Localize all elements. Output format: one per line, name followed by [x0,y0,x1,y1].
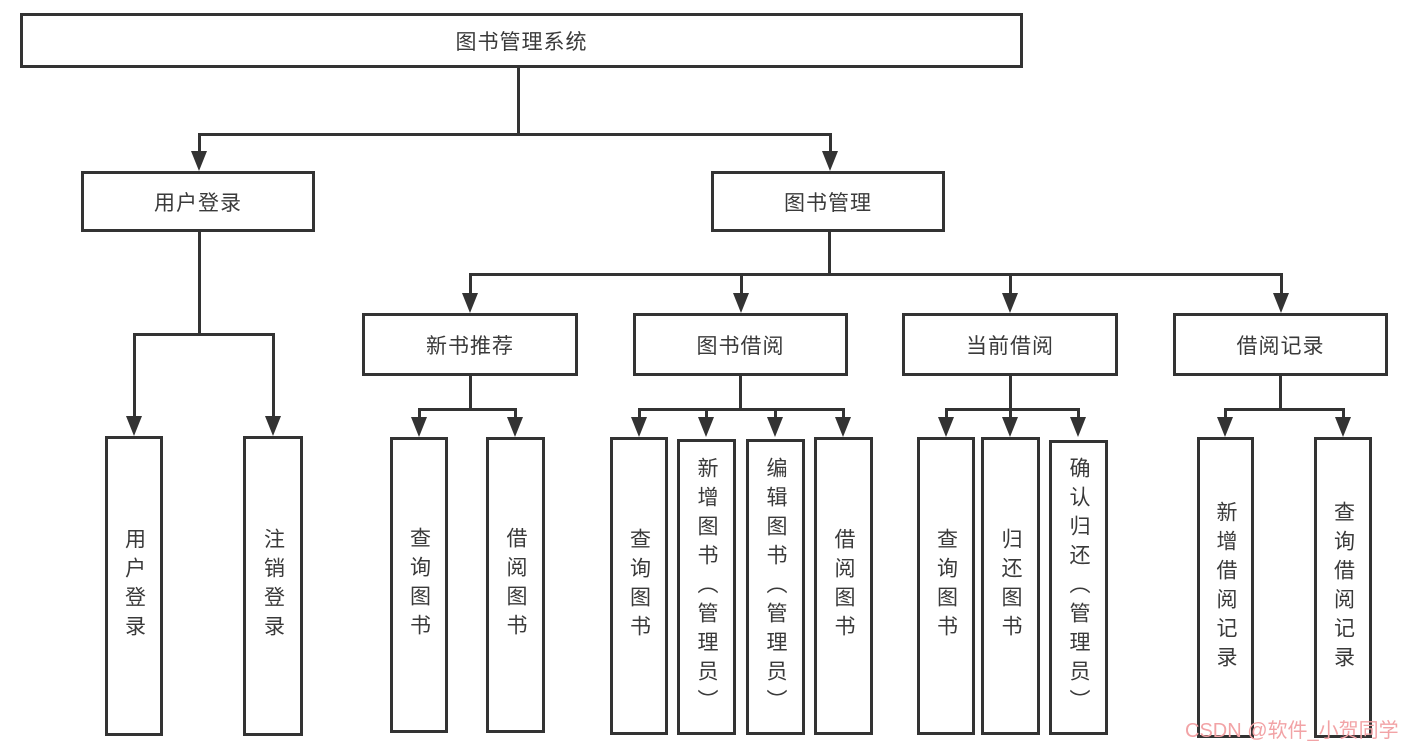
connector-to-leaf-2 [418,408,421,420]
node-label: 图书管理 [784,191,872,215]
leaf-node-add-borrow-record: 新增借阅记录 [1197,437,1254,738]
node-library-management-system: 图书管理系统 [20,13,1023,68]
arrowhead-leaf-5 [698,417,714,437]
leaf-label: 借阅图书 [504,527,527,643]
connector-to-leaf-5 [705,408,708,420]
arrowhead-leaf-7 [835,417,851,437]
connector-book-borrow-rail [638,408,845,411]
connector-to-new-book [469,273,472,297]
connector-to-leaf-10 [1077,408,1080,420]
connector-level2-rail [469,273,1283,276]
leaf-node-query-books-2: 查询图书 [610,437,668,735]
node-label: 用户登录 [154,191,242,215]
connector-to-leaf-9 [1009,408,1012,420]
leaf-label: 编辑图书（管理员） [764,456,787,718]
connector-to-book-borrow [740,273,743,297]
arrowhead-leaf-logout [265,416,281,436]
node-label: 图书管理系统 [455,30,588,54]
connector-to-leaf-6 [774,408,777,420]
connector-root-stub [517,68,520,133]
node-label: 新书推荐 [426,334,514,358]
arrowhead-leaf-9 [1002,417,1018,437]
connector-user-login-stub [198,232,201,335]
leaf-label: 查询图书 [934,528,958,644]
arrowhead-book-mgmt [822,151,838,171]
arrowhead-leaf-user-login [126,416,142,436]
arrowhead-leaf-12 [1335,417,1351,437]
arrowhead-user-login [191,151,207,171]
leaf-node-add-books-admin: 新增图书（管理员） [677,439,736,735]
arrowhead-leaf-6 [767,417,783,437]
node-current-borrowing: 当前借阅 [902,313,1118,376]
leaf-node-borrow-books-1: 借阅图书 [486,437,545,733]
connector-borrow-records-stub [1279,376,1282,410]
connector-to-current-borrow [1009,273,1012,297]
connector-to-leaf-logout [272,333,275,418]
connector-to-borrow-records [1280,273,1283,297]
arrowhead-leaf-8 [938,417,954,437]
node-label: 图书借阅 [696,334,785,358]
leaf-node-query-books-3: 查询图书 [917,437,975,735]
arrowhead-current-borrow [1002,293,1018,313]
node-book-management: 图书管理 [711,171,945,232]
leaf-label: 确认归还（管理员） [1067,457,1090,718]
arrowhead-leaf-2 [411,417,427,437]
arrowhead-leaf-11 [1217,417,1233,437]
leaf-node-edit-books-admin: 编辑图书（管理员） [746,439,805,735]
csdn-watermark: CSDN @软件_小贺同学 [1185,720,1399,742]
connector-to-user-login [198,133,201,153]
connector-new-book-rail [418,408,517,411]
leaf-label: 查询图书 [627,528,651,644]
leaf-label: 归还图书 [999,528,1022,644]
arrowhead-book-borrow [733,293,749,313]
leaf-node-confirm-return-admin: 确认归还（管理员） [1049,440,1108,735]
connector-to-leaf-user-login [133,333,136,418]
leaf-node-user-login: 用户登录 [105,436,163,736]
arrowhead-new-book [462,293,478,313]
node-borrowing-records: 借阅记录 [1173,313,1388,376]
node-label: 借阅记录 [1236,334,1325,358]
node-label: 当前借阅 [966,334,1054,358]
connector-new-book-stub [469,376,472,410]
leaf-label: 查询图书 [407,527,431,643]
node-user-login: 用户登录 [81,171,315,232]
connector-to-leaf-11 [1224,408,1227,420]
connector-book-borrow-stub [739,376,742,410]
node-book-borrowing: 图书借阅 [633,313,848,376]
arrowhead-leaf-4 [631,417,647,437]
connector-to-leaf-8 [945,408,948,420]
arrowhead-leaf-10 [1070,417,1086,437]
connector-borrow-records-rail [1224,408,1345,411]
connector-to-leaf-12 [1342,408,1345,420]
connector-to-book-mgmt [829,133,832,153]
connector-to-leaf-3 [514,408,517,420]
connector-book-mgmt-stub [828,232,831,275]
leaf-node-query-books-1: 查询图书 [390,437,448,733]
leaf-label: 注销登录 [261,528,285,644]
leaf-node-logout: 注销登录 [243,436,303,736]
connector-to-leaf-7 [842,408,845,420]
arrowhead-borrow-records [1273,293,1289,313]
leaf-label: 新增图书（管理员） [695,456,718,718]
arrowhead-leaf-3 [507,417,523,437]
node-new-book-recommendation: 新书推荐 [362,313,578,376]
leaf-label: 新增借阅记录 [1214,500,1237,675]
leaf-label: 借阅图书 [832,528,855,644]
leaf-node-query-borrow-record: 查询借阅记录 [1314,437,1372,738]
leaf-node-borrow-books-2: 借阅图书 [814,437,873,735]
connector-user-login-rail [133,333,275,336]
connector-to-leaf-4 [638,408,641,420]
connector-current-borrow-stub [1009,376,1012,410]
leaf-label: 查询借阅记录 [1331,500,1355,675]
leaf-label: 用户登录 [122,528,146,644]
connector-level1-rail [198,133,832,136]
leaf-node-return-books: 归还图书 [981,437,1040,735]
connector-current-borrow-rail [945,408,1080,411]
